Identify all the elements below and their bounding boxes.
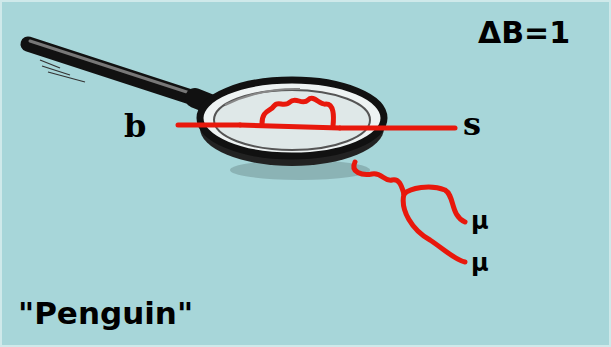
quark-label: s: [463, 108, 481, 140]
lepton-label: μ: [471, 251, 489, 275]
quark-label: b: [124, 110, 146, 142]
diagram-name: "Penguin": [18, 298, 193, 329]
lepton-label: μ: [471, 209, 489, 233]
process-label: ΔB=1: [478, 18, 570, 48]
